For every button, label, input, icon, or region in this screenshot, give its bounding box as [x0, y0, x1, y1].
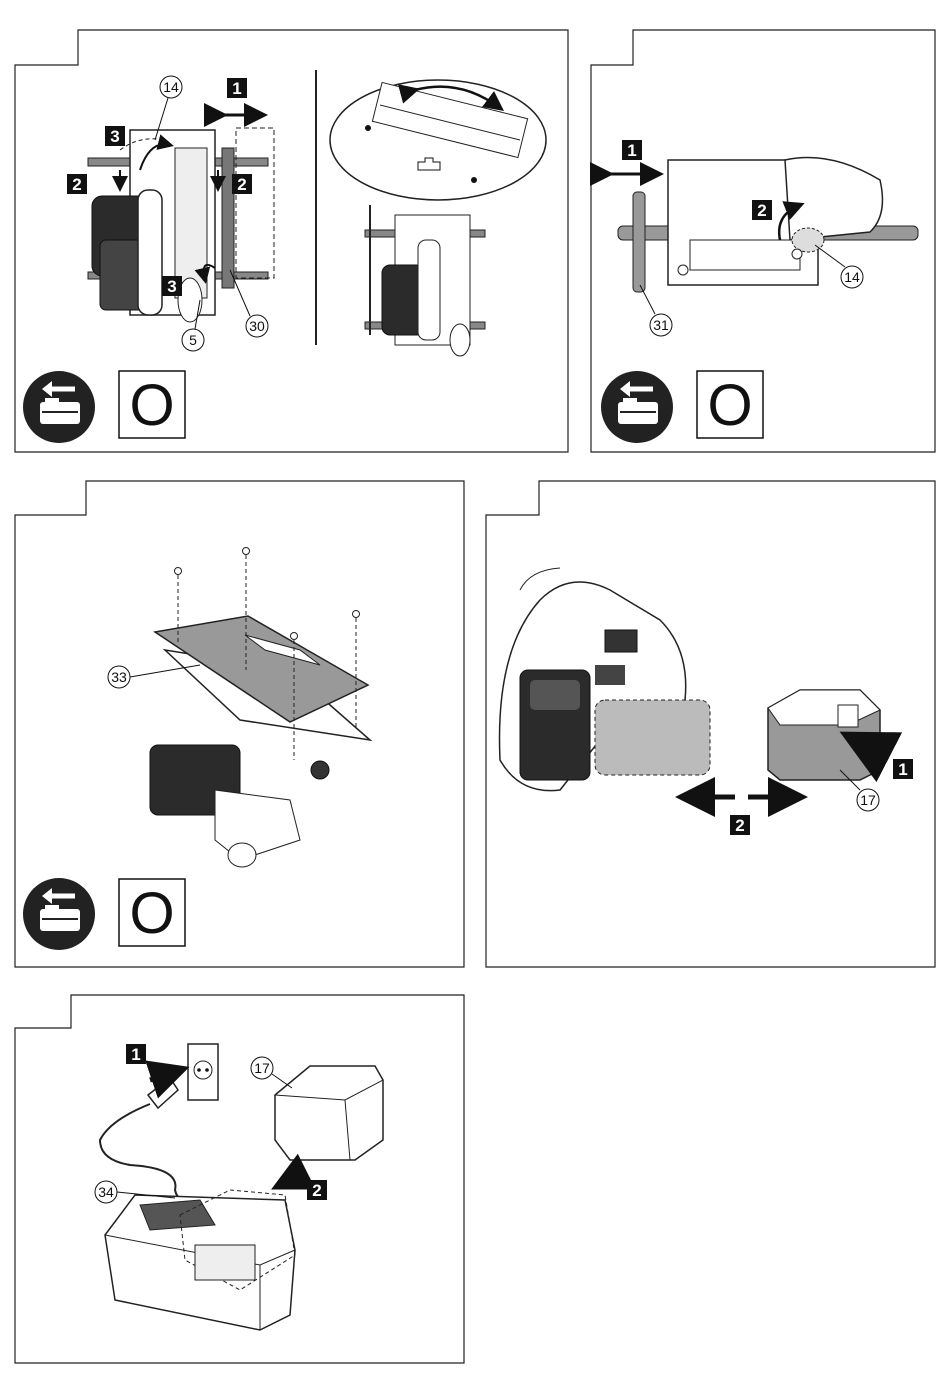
svg-text:O: O	[707, 373, 752, 438]
svg-text:2: 2	[757, 201, 766, 220]
panel-2: 1 2 31 14 O	[591, 30, 935, 452]
step-badge: 1	[227, 78, 247, 98]
svg-text:5: 5	[189, 332, 197, 348]
step-badge: 2	[730, 815, 750, 835]
step-badge: 1	[622, 140, 642, 160]
mode-label-box: O	[119, 879, 185, 946]
svg-text:33: 33	[111, 669, 127, 685]
panel-4: 1 2 17	[486, 481, 935, 967]
step-badge: 3	[105, 126, 125, 146]
base-plate-illustration	[150, 548, 370, 868]
mode-label-box: O	[697, 371, 763, 438]
svg-text:2: 2	[72, 175, 81, 194]
guide-detail-illustration	[330, 80, 546, 200]
svg-text:14: 14	[844, 269, 860, 285]
step-badge: 2	[67, 174, 87, 194]
battery-remove-icon	[23, 878, 95, 950]
svg-text:3: 3	[110, 127, 119, 146]
svg-text:17: 17	[860, 792, 876, 808]
svg-text:17: 17	[254, 1060, 270, 1076]
step-badge: 1	[893, 759, 913, 779]
outlet-icon	[188, 1044, 218, 1100]
step-badge: 2	[232, 174, 252, 194]
mode-label-box: O	[119, 371, 185, 438]
svg-text:31: 31	[653, 317, 669, 333]
saw-guide-illustration	[608, 158, 918, 293]
svg-text:1: 1	[627, 141, 636, 160]
svg-text:O: O	[129, 881, 174, 946]
svg-text:30: 30	[249, 318, 265, 334]
svg-text:3: 3	[167, 277, 176, 296]
step-badge: 3	[162, 276, 182, 296]
battery-illustration	[275, 1066, 383, 1185]
saw-side-illustration	[365, 205, 485, 356]
svg-text:1: 1	[232, 79, 241, 98]
panel-1: 1 2 2 3 3 14 30 5	[15, 30, 568, 452]
svg-text:2: 2	[237, 175, 246, 194]
panel-5: 1 2 17 34	[15, 995, 464, 1363]
callout-circle: 31	[640, 285, 672, 336]
callout-circle: 30	[230, 270, 268, 337]
svg-text:2: 2	[735, 816, 744, 835]
svg-text:14: 14	[163, 79, 179, 95]
battery-remove-icon	[23, 371, 95, 443]
svg-text:1: 1	[131, 1045, 140, 1064]
callout-circle: 17	[251, 1057, 292, 1088]
saw-battery-slot-illustration	[500, 568, 711, 791]
step-badge: 1	[126, 1044, 146, 1064]
callout-circle: 14	[815, 245, 863, 288]
battery-remove-icon	[601, 371, 673, 443]
step-badge: 2	[307, 1180, 327, 1200]
battery-illustration	[768, 690, 885, 780]
step-badge: 2	[752, 200, 772, 220]
svg-text:1: 1	[898, 760, 907, 779]
charger-illustration	[105, 1190, 295, 1330]
svg-text:34: 34	[98, 1184, 114, 1200]
svg-text:O: O	[129, 373, 174, 438]
svg-text:2: 2	[312, 1181, 321, 1200]
plug-icon	[100, 1070, 200, 1205]
panel-3: 33 O	[15, 481, 464, 967]
